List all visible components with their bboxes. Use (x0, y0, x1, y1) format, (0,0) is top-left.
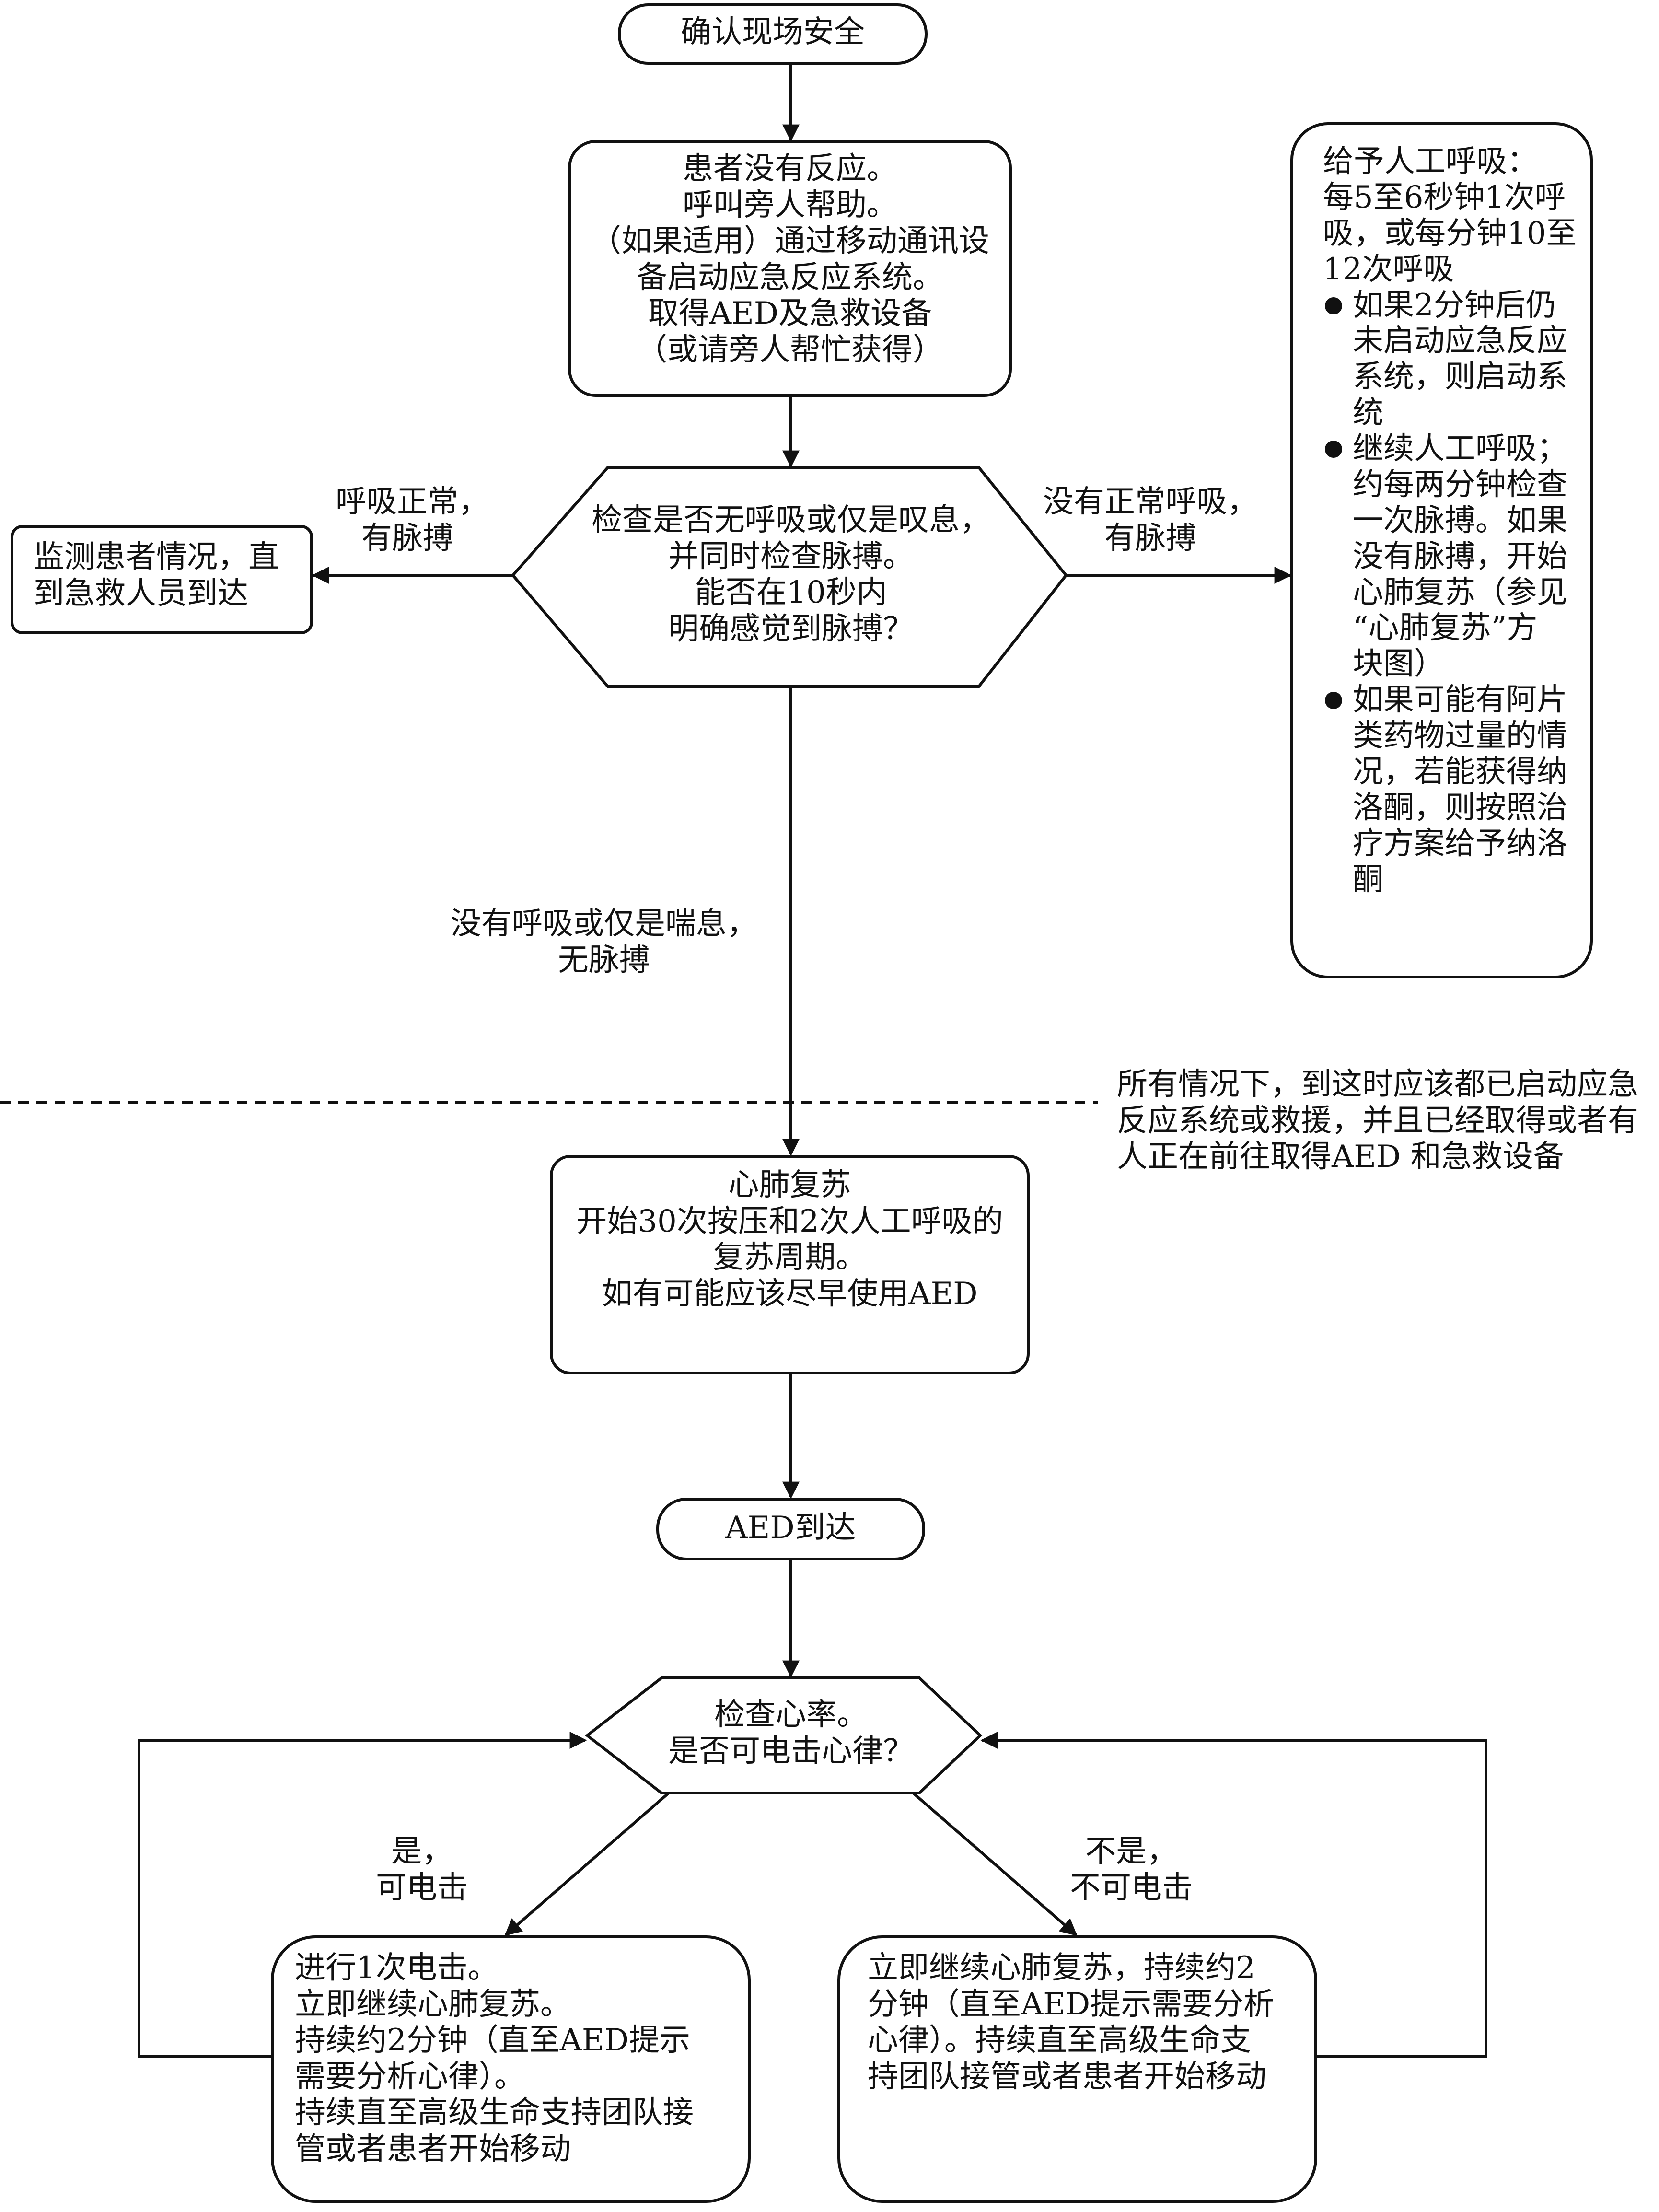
shock-line: 管或者患者开始移动 (295, 2131, 571, 2167)
check-breathing-line: 检查是否无呼吸或仅是叹息， (592, 502, 990, 538)
check-breathing-line: 明确感觉到脉搏？ (668, 611, 914, 647)
edge-label-line: 是， (391, 1834, 452, 1869)
shock-node: 进行1次电击。 立即继续心肺复苏。 持续约2分钟（直至AED提示 需要分析心律）… (295, 1950, 736, 2167)
monitor-node: 监测患者情况，直 到急救人员到达 (34, 539, 302, 612)
bullet-line: 况，若能获得纳 (1353, 754, 1567, 790)
shock-line: 持续约2分钟（直至AED提示 (295, 2023, 690, 2059)
shock-line: 立即继续心肺复苏。 (295, 1986, 571, 2022)
aed-arrives-line: AED到达 (725, 1510, 856, 1546)
edge-label-line: 呼吸正常， (336, 484, 489, 520)
edge-label-line: 可电击 (376, 1870, 468, 1906)
bullet-line: 酮 (1353, 862, 1383, 897)
loop-no-shock-to-rhythm (980, 1732, 1487, 2058)
unresponsive-node: 患者没有反应。 呼叫旁人帮助。 （如果适用）通过移动通讯设 备启动应急反应系统。… (569, 151, 1010, 368)
rescue-breathing-bullet-continue: 继续人工呼吸； 约每两分钟检查 一次脉搏。如果 没有脉搏，开始 心肺复苏（参见 … (1323, 431, 1582, 682)
monitor-line: 到急救人员到达 (34, 575, 248, 611)
check-breathing-line: 能否在10秒内 (695, 575, 887, 611)
unresponsive-line: 取得AED及急救设备 (648, 296, 932, 332)
rescue-breathing-line: 给予人工呼吸： (1323, 144, 1538, 179)
cpr-line: 心肺复苏 (728, 1167, 851, 1203)
check-breathing-node: 检查是否无呼吸或仅是叹息， 并同时检查脉搏。 能否在10秒内 明确感觉到脉搏？ (537, 502, 1045, 647)
edge-label-line: 不是， (1085, 1834, 1177, 1869)
edge-label-line: 没有呼吸或仅是喘息， (451, 906, 757, 942)
not-shockable-label: 不是， 不可电击 (1055, 1834, 1208, 1906)
rescue-breathing-node: 给予人工呼吸： 每5至6秒钟1次呼 吸，或每分钟10至 12次呼吸 如果2分钟后… (1323, 144, 1582, 897)
shock-line: 需要分析心律）。 (295, 2059, 525, 2095)
rescue-breathing-node-shape (1290, 122, 1593, 978)
bullet-line: 约每两分钟检查 (1353, 466, 1567, 502)
rescue-breathing-line: 吸，或每分钟10至 (1323, 215, 1577, 251)
bullet-line: 洛酮，则按照治 (1353, 790, 1567, 826)
cpr-line: 复苏周期。 (713, 1240, 867, 1276)
no-shock-line: 持团队接管或者患者开始移动 (868, 2059, 1266, 2095)
shockable-label: 是， 可电击 (364, 1834, 479, 1906)
edge-label-line: 不可电击 (1070, 1870, 1193, 1906)
arrow-rhythm-to-no-shock (912, 1792, 1078, 1936)
check-rhythm-line: 是否可电击心律？ (668, 1733, 914, 1769)
abnormal-breathing-label: 没有正常呼吸， 有脉搏 (1040, 484, 1261, 557)
shock-line: 持续直至高级生命支持团队接 (295, 2095, 694, 2131)
monitor-line: 监测患者情况，直 (34, 539, 279, 575)
unresponsive-line: （如果适用）通过移动通讯设 (591, 223, 989, 259)
cpr-line: 开始30次按压和2次人工呼吸的 (576, 1203, 1003, 1239)
note-line: 人正在前往取得AED 和急救设备 (1117, 1139, 1564, 1175)
rescue-breathing-line: 每5至6秒钟1次呼 (1323, 179, 1566, 215)
bullet-line: 块图） (1353, 646, 1445, 682)
shock-node-shape (271, 1935, 751, 2203)
check-rhythm-node-shape (585, 1676, 983, 1794)
bullet-line: 统 (1353, 395, 1383, 431)
bullet-line: 类药物过量的情 (1353, 718, 1567, 754)
cpr-node: 心肺复苏 开始30次按压和2次人工呼吸的 复苏周期。 如有可能应该尽早使用AED (551, 1167, 1028, 1312)
bullet-line: 一次脉搏。如果 (1353, 502, 1567, 538)
rescue-breathing-bullet-activate: 如果2分钟后仍 未启动应急反应 系统，则启动系 统 (1323, 288, 1582, 431)
unresponsive-line: 备启动应急反应系统。 (637, 259, 943, 295)
shock-line: 进行1次电击。 (295, 1950, 499, 1986)
no-shock-line: 心律）。持续直至高级生命支 (868, 2023, 1251, 2059)
no-breathing-label: 没有呼吸或仅是喘息， 无脉搏 (436, 906, 772, 978)
loop-shock-to-rhythm (138, 1732, 587, 2058)
edge-label-line: 没有正常呼吸， (1043, 484, 1258, 520)
start-node: 确认现场安全 (619, 14, 926, 51)
arrow-rhythm-to-shock (504, 1792, 670, 1936)
activation-note: 所有情况下，到这时应该都已启动应急 反应系统或救援，并且已经取得或者有 人正在前… (1117, 1067, 1649, 1176)
no-shock-line: 立即继续心肺复苏，持续约2 (868, 1950, 1255, 1986)
bullet-line: 疗方案给予纳洛 (1353, 826, 1567, 862)
bullet-line: 如果2分钟后仍 (1353, 287, 1556, 323)
bullet-line: 继续人工呼吸； (1353, 431, 1567, 466)
bullet-line: 没有脉搏，开始 (1353, 538, 1567, 574)
bullet-line: 如果可能有阿片 (1353, 682, 1567, 718)
start-node-line: 确认现场安全 (681, 14, 865, 50)
no-shock-node: 立即继续心肺复苏，持续约2 分钟（直至AED提示需要分析 心律）。持续直至高级生… (868, 1950, 1309, 2095)
no-shock-line: 分钟（直至AED提示需要分析 (868, 1986, 1275, 2022)
unresponsive-line: （或请旁人帮忙获得） (637, 332, 943, 368)
check-rhythm-node: 检查心率。 是否可电击心律？ (614, 1697, 968, 1770)
edge-label-line: 有脉搏 (1104, 520, 1196, 556)
note-line: 所有情况下，到这时应该都已启动应急 (1117, 1067, 1638, 1102)
start-node-shape (618, 3, 928, 65)
cpr-line: 如有可能应该尽早使用AED (602, 1276, 978, 1312)
edge-label-line: 无脉搏 (558, 942, 650, 978)
bullet-line: 心肺复苏（参见 (1353, 574, 1567, 610)
aed-arrives-node: AED到达 (658, 1510, 924, 1547)
note-line: 反应系统或救援，并且已经取得或者有 (1117, 1103, 1638, 1139)
bullet-line: “心肺复苏”方 (1353, 610, 1538, 646)
rescue-breathing-line: 12次呼吸 (1323, 251, 1454, 287)
unresponsive-line: 呼叫旁人帮助。 (683, 187, 897, 223)
monitor-node-shape (11, 525, 313, 634)
rescue-breathing-bullet-naloxone: 如果可能有阿片 类药物过量的情 况，若能获得纳 洛酮，则按照治 疗方案给予纳洛 … (1323, 682, 1582, 897)
check-rhythm-line: 检查心率。 (714, 1697, 868, 1733)
bullet-line: 未启动应急反应 (1353, 323, 1567, 359)
edge-label-line: 有脉搏 (361, 520, 453, 556)
normal-breathing-label: 呼吸正常， 有脉搏 (336, 484, 489, 557)
no-shock-node-shape (837, 1935, 1317, 2203)
check-breathing-line: 并同时检查脉搏。 (668, 538, 914, 574)
bullet-line: 系统，则启动系 (1353, 359, 1567, 395)
unresponsive-line: 患者没有反应。 (683, 151, 897, 186)
